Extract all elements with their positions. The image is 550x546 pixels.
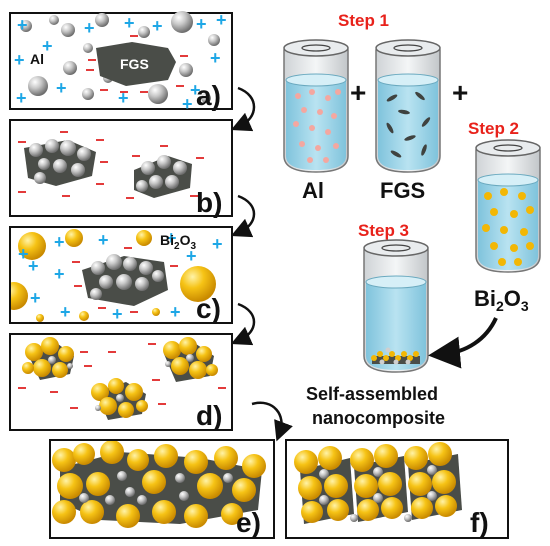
svg-text:+: + [84, 18, 95, 38]
negative-charges-b [18, 131, 204, 199]
arrow-d-to-f [251, 401, 293, 442]
negative-charges [86, 35, 188, 93]
panel-f: f) [285, 439, 509, 539]
fgs-label: FGS [120, 56, 149, 72]
step-1-label: Step 1 [338, 11, 389, 30]
svg-text:+: + [18, 244, 29, 264]
panel-c-letter: c) [196, 293, 221, 324]
arrow-b-to-c [230, 194, 256, 238]
fgs-al-cluster-2 [134, 155, 192, 198]
svg-text:+: + [14, 50, 25, 70]
svg-text:+: + [124, 13, 135, 33]
svg-text:+: + [210, 48, 221, 68]
panel-e-letter: e) [236, 507, 261, 538]
svg-text:+: + [212, 234, 223, 254]
arrow-bi2o3-to-result [428, 317, 498, 369]
negative-charges-c [72, 247, 178, 313]
bi2o3-particles [11, 229, 216, 322]
svg-text:+: + [54, 264, 65, 284]
al-particles [20, 11, 220, 104]
panel-d: d) [9, 333, 233, 431]
svg-text:+: + [182, 94, 193, 114]
plus-sign-2: + [452, 77, 468, 108]
composite-cluster-d2 [163, 337, 218, 382]
panel-e: e) [49, 439, 275, 539]
panel-f-letter: f) [470, 507, 489, 538]
svg-text:+: + [28, 256, 39, 276]
fgs-al-cluster-c [82, 254, 168, 306]
vial-fgs [375, 39, 441, 173]
svg-text:+: + [190, 80, 201, 100]
panel-d-letter: d) [196, 400, 222, 431]
positive-charges-c: +++ +++ +++ +++ [18, 228, 223, 324]
svg-text:+: + [16, 88, 27, 108]
result-caption-line1: Self-assembled [306, 384, 438, 404]
vial-result [363, 239, 429, 373]
fgs-sheet [96, 42, 176, 86]
step-3-label: Step 3 [358, 221, 409, 240]
svg-text:+: + [98, 230, 109, 250]
positive-charges: +++ +++ +++ +++ ++ [14, 10, 227, 114]
vial-bi2o3 [475, 139, 541, 273]
svg-text:+: + [186, 246, 197, 266]
panel-b-letter: b) [196, 187, 222, 218]
vial-bi2o3-label: Bi2O3 [474, 286, 529, 314]
vial-al [283, 39, 349, 173]
svg-text:+: + [170, 302, 181, 322]
vial-al-label: Al [302, 178, 324, 203]
negative-charges-d [18, 343, 226, 409]
composite-cluster-d3 [91, 378, 148, 420]
panel-b: b) [9, 119, 233, 218]
sediment [371, 347, 420, 365]
svg-text:+: + [54, 232, 65, 252]
result-caption-line2: nanocomposite [312, 408, 445, 428]
svg-text:+: + [60, 302, 71, 322]
svg-text:+: + [30, 288, 41, 308]
svg-text:+: + [17, 15, 28, 35]
arrow-c-to-d [230, 302, 256, 346]
svg-text:+: + [216, 10, 227, 30]
aggregated-composite [52, 441, 266, 528]
panel-a-letter: a) [196, 80, 221, 111]
svg-text:+: + [56, 78, 67, 98]
step-2-label: Step 2 [468, 119, 519, 138]
vial-fgs-label: FGS [380, 178, 425, 203]
svg-text:+: + [196, 14, 207, 34]
svg-text:+: + [118, 88, 129, 108]
plus-sign-1: + [350, 77, 366, 108]
svg-text:+: + [42, 36, 53, 56]
svg-text:+: + [112, 304, 123, 324]
ordered-composite [294, 442, 462, 524]
bi2o3-label-c: Bi2O3 [160, 232, 196, 252]
panel-a: +++ +++ +++ +++ ++ Al FGS a) [9, 10, 233, 114]
composite-cluster-d1 [22, 337, 74, 380]
al-label: Al [30, 51, 44, 67]
fgs-al-cluster-1 [24, 139, 96, 186]
arrow-a-to-b [230, 86, 256, 132]
panel-c: +++ +++ +++ +++ Bi2O3 c) [9, 226, 233, 324]
svg-text:+: + [166, 228, 177, 248]
svg-text:+: + [152, 16, 163, 36]
